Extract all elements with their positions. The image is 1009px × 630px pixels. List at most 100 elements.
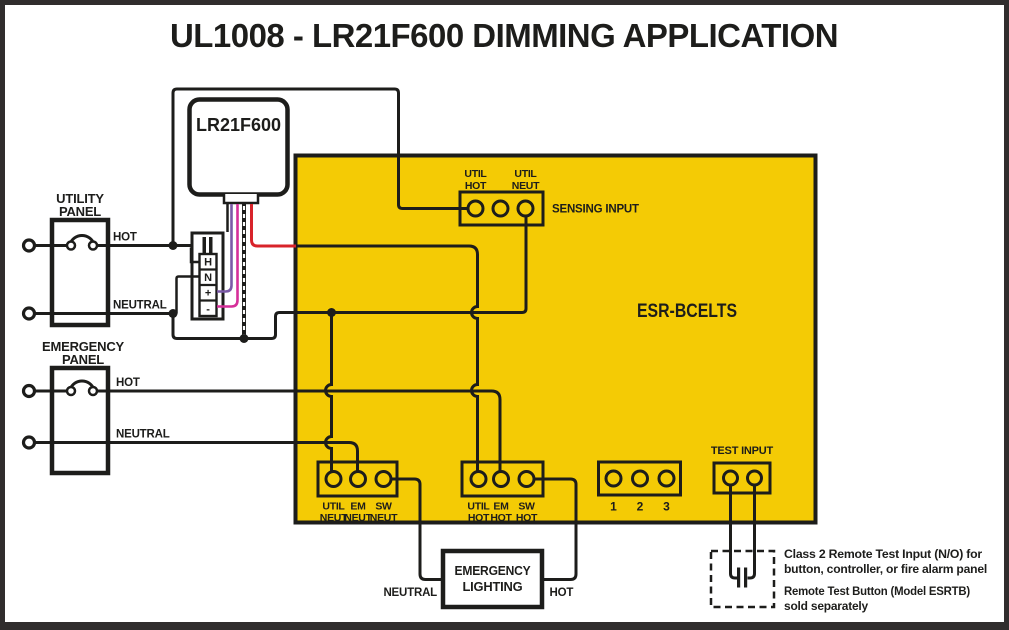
dimmer-terminal-n: N [204,272,212,284]
terminal-strip-dividers [199,268,217,302]
terminal-util-hot [469,470,488,488]
el-neutral-label: NEUTRAL [383,587,437,599]
terminal-1 [604,469,623,488]
label-util-neut-1: UTIL [322,501,345,513]
note-sold-separately: sold separately [784,601,869,613]
dimmer-magenta-lead [217,204,239,308]
test-lead-right [747,485,756,580]
terminal-em-neut [349,470,367,488]
label-aux-3: 3 [663,500,670,514]
diagram-title: UL1008 - LR21F600 DIMMING APPLICATION [170,17,838,54]
emergency-breaker-contact-right [87,385,99,397]
junction-util-neut [168,309,178,318]
junction-util-hot [168,241,178,250]
terminal-2 [631,469,649,488]
emergency-hot-label: HOT [116,377,140,389]
utility-panel-label-1: UTILITY [56,191,104,206]
utility-neutral-terminal [21,306,37,321]
label-em-hot-2: HOT [490,512,512,524]
label-aux-2: 2 [637,500,644,514]
terminal-sw-hot [517,470,536,488]
test-button-contact-right [744,567,748,588]
label-em-neut-1: EM [350,501,366,513]
utility-breaker-contact-left [65,240,77,251]
emergency-panel-label-2: PANEL [62,352,104,367]
sensing-util-neut-label-2: NEUT [512,180,540,192]
emergency-lighting-box [440,548,545,610]
label-em-hot-1: EM [493,501,509,513]
sensing-util-hot-label-1: UTIL [464,168,487,180]
terminal-em-hot [492,470,510,488]
sensing-terminal-util-neut [516,199,535,218]
emergency-lighting-label-2: LIGHTING [463,580,523,594]
note-line-2: button, controller, or fire alarm panel [784,564,987,576]
label-sw-neut-2: NEUT [370,512,398,524]
label-util-hot-2: HOT [468,512,490,524]
utility-hot-label: HOT [113,232,137,244]
sensing-input-block [458,190,545,227]
test-terminal-2 [746,469,763,487]
airgap-contact-left [202,237,206,254]
el-neutral-wire [391,477,442,581]
aux-terminal-block [597,460,682,497]
note-line-3: Remote Test Button (Model ESRTB) [784,586,970,598]
dimmer-h-stub [189,247,200,264]
dimmer-terminal-plus: + [205,288,211,300]
utility-panel-box [49,217,111,328]
label-sw-neut-1: SW [375,501,392,513]
test-input-block [712,461,772,495]
utility-hot-terminal [21,238,37,253]
emergency-breaker-contact-left [65,385,77,397]
util-neut-drop-wire [324,312,333,471]
label-util-hot-1: UTIL [467,501,490,513]
emergency-panel-box [49,365,111,476]
dimmer-terminal-h: H [204,257,212,269]
label-sw-hot-2: HOT [516,512,538,524]
dimmer-terminal-minus: - [206,304,210,316]
label-sw-hot-1: SW [518,501,535,513]
emergency-neutral-label: NEUTRAL [116,429,170,441]
util-neut-sense-wire [171,215,528,340]
el-hot-label: HOT [550,587,574,599]
terminal-3 [657,469,676,488]
util-hot-sense-wire [171,87,468,246]
terminal-sw-neut [374,470,393,488]
test-terminal-1 [722,469,739,487]
dimmer-label: LR21F600 [196,114,281,135]
dimmer-n-stub [175,275,200,314]
junction-striped-lead [239,334,249,343]
test-button-contact-left [737,567,741,588]
dimmer-purple-lead [217,204,233,293]
sensing-terminal-mid [491,199,510,218]
test-lead-left [729,485,737,580]
el-hot-wire [534,477,578,581]
emergency-panel-label-1: EMERGENCY [42,339,125,354]
emergency-panel-internal-wires [52,389,108,444]
label-em-neut-2: NEUT [344,512,372,524]
em-neut-wire [34,441,359,471]
label-util-neut-2: NEUT [320,512,348,524]
remote-test-button-outline [709,549,776,609]
airgap-contact-right [209,237,213,254]
junction-neut-branch [327,308,336,317]
dimmer-red-lead [250,204,296,248]
sensing-terminal-util-hot [466,199,485,218]
terminal-util-neut [324,470,343,488]
test-input-label: TEST INPUT [711,445,774,457]
utility-panel-label-2: PANEL [59,204,101,219]
utility-panel-internal-wires [52,244,108,315]
utility-breaker-contact-right [87,240,99,251]
sensing-input-caption: SENSING INPUT [552,204,639,216]
emergency-lighting-label-1: EMERGENCY [455,564,532,578]
sensing-util-neut-label-1: UTIL [514,168,537,180]
label-aux-1: 1 [610,500,617,514]
controller-label: ESR-BCELTS [637,301,737,322]
emergency-hot-terminal [21,383,37,399]
em-hot-wire [97,389,502,471]
note-line-1: Class 2 Remote Test Input (N/O) for [784,549,983,561]
dimmer-tab [222,194,260,205]
emergency-neutral-terminal [21,435,37,450]
utility-neutral-label: NEUTRAL [113,300,167,312]
